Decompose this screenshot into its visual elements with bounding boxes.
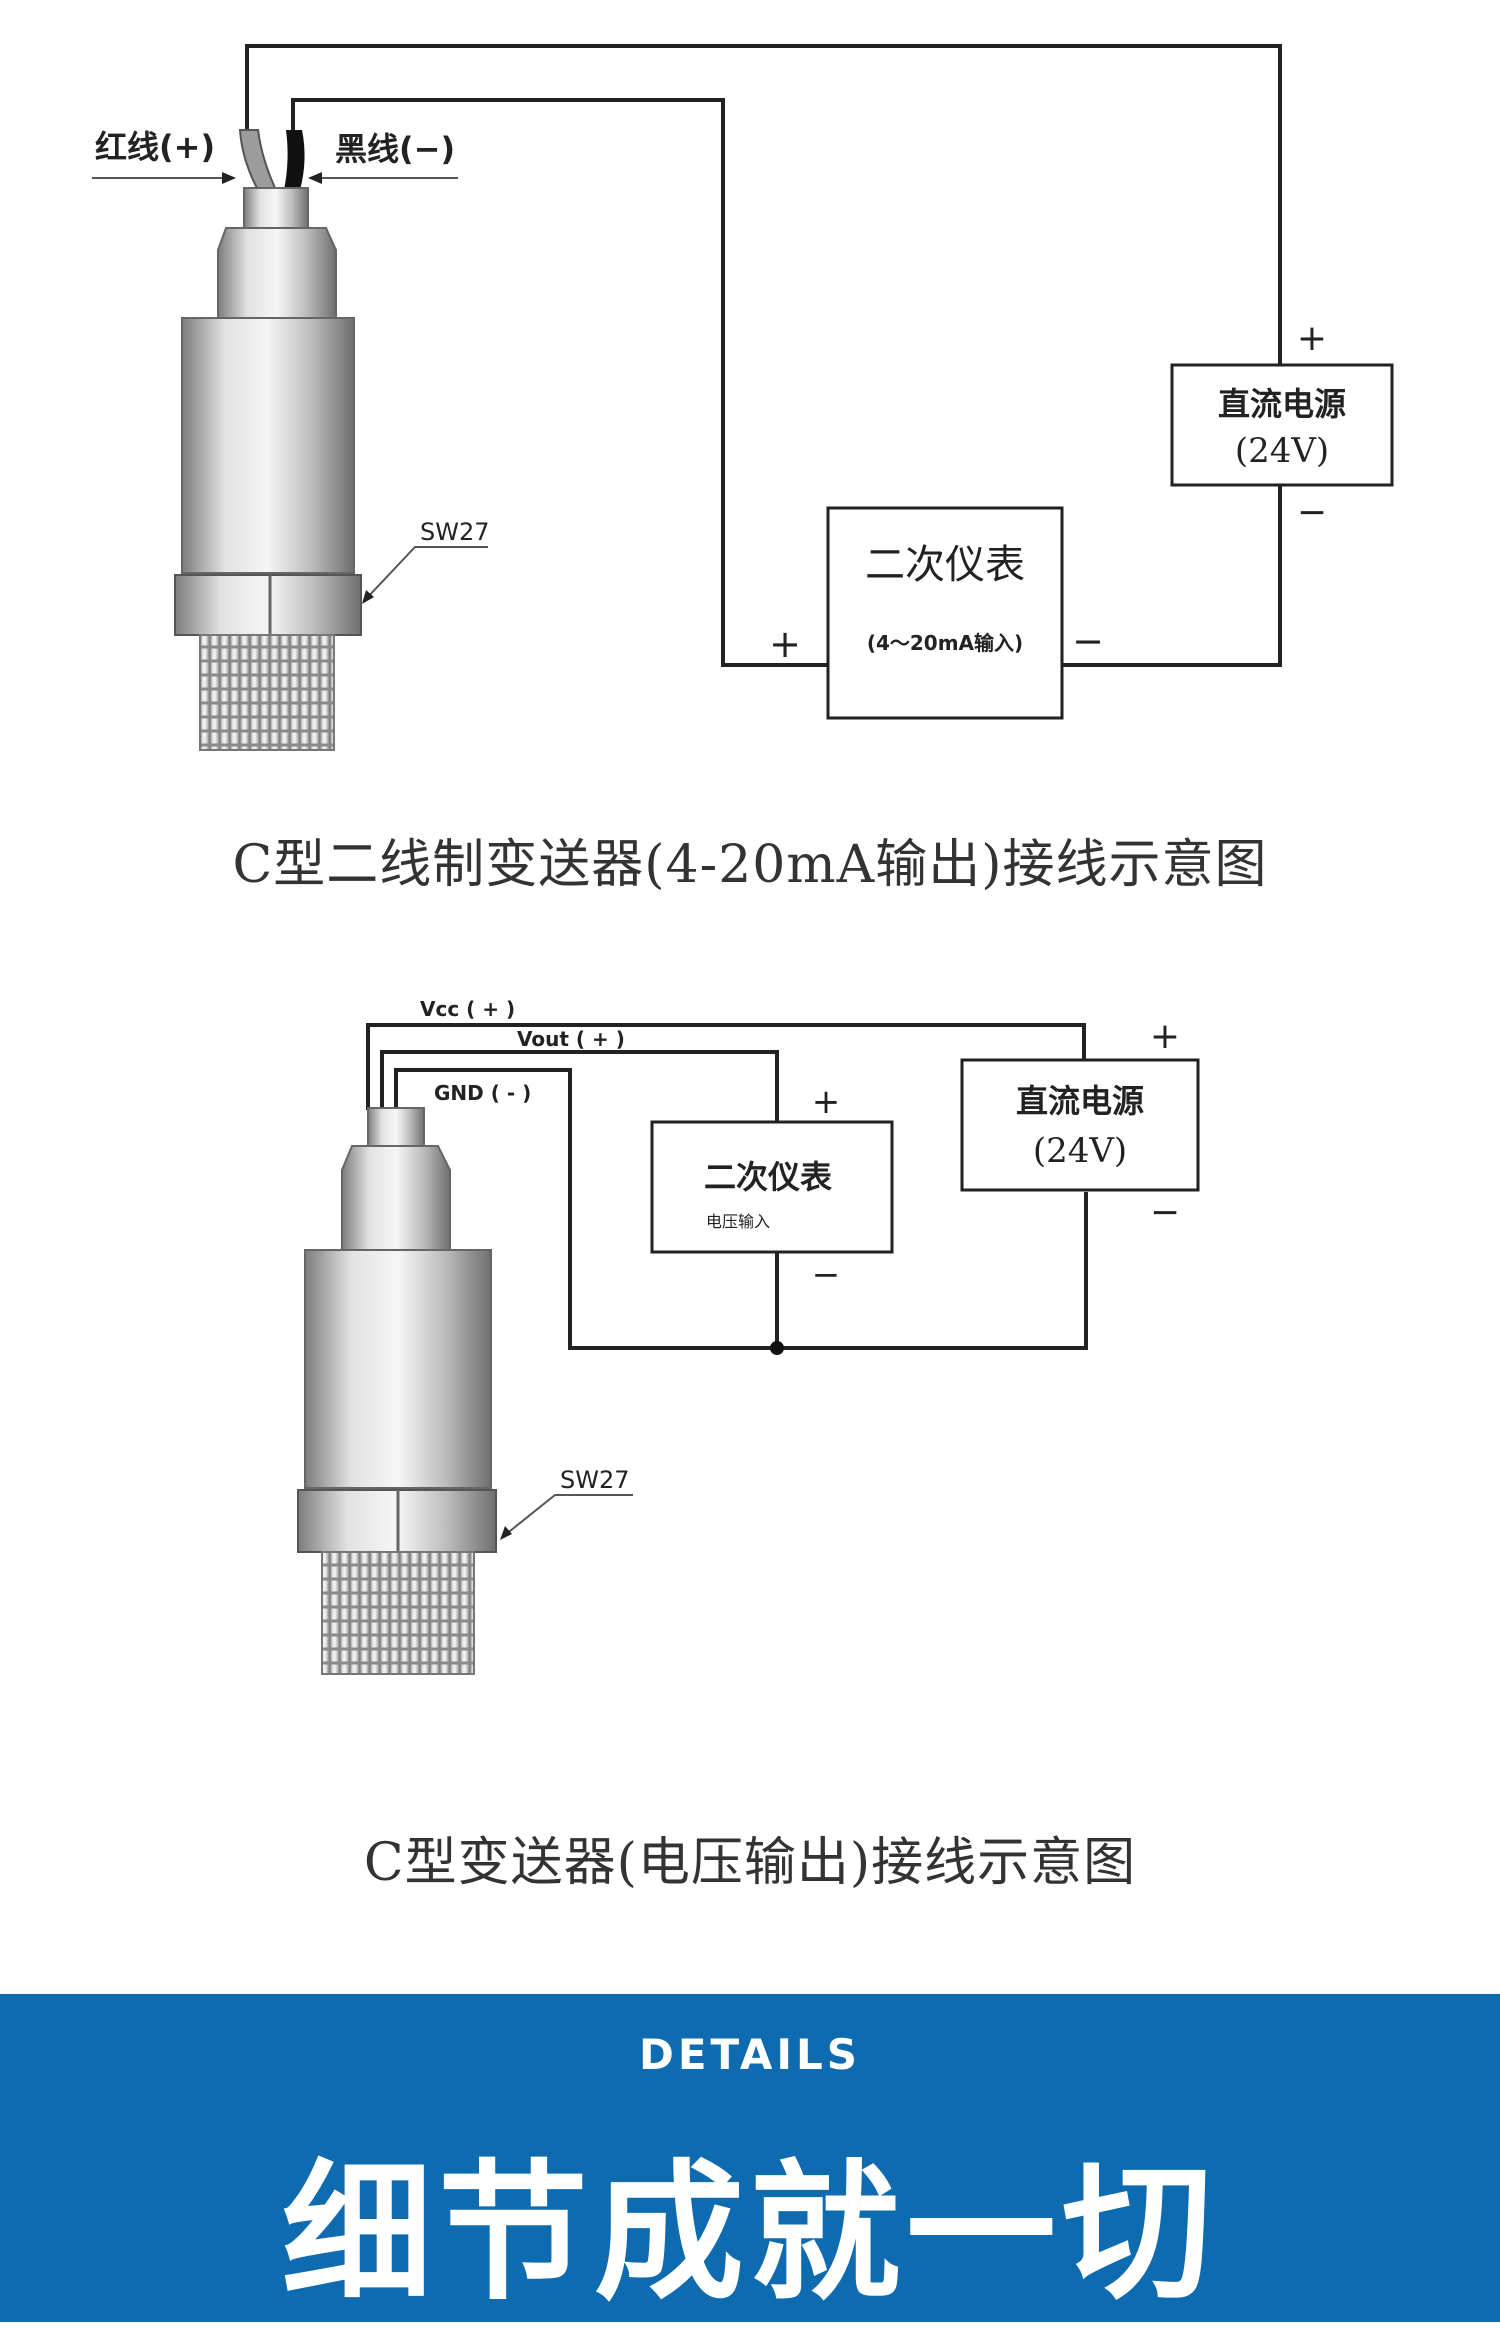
power-plus-terminal-2: +	[1150, 1016, 1180, 1057]
banner-subtitle: DETAILS	[638, 2030, 862, 2079]
black-wire-label: 黑线(−)	[335, 130, 455, 168]
wiring-2	[366, 1023, 1088, 1350]
power-minus-terminal-2: −	[1150, 1192, 1180, 1233]
gnd-label: GND ( - )	[434, 1081, 531, 1105]
power-title: 直流电源	[1218, 385, 1346, 423]
transmitter-body-2	[304, 1249, 492, 1489]
secondary-instrument: 二次仪表 (4～20mA输入) + −	[769, 506, 1104, 720]
power-voltage: (24V)	[1235, 431, 1329, 471]
instrument-title-2: 二次仪表	[704, 1158, 832, 1196]
dc-power-supply: 直流电源 (24V) + −	[1170, 318, 1394, 533]
dc-power-supply-2: 直流电源 (24V) + −	[960, 1016, 1200, 1233]
black-wire-line	[291, 98, 828, 667]
wrench-size-arrowhead-2	[500, 1526, 512, 1540]
instrument-plus-terminal-2: +	[812, 1082, 841, 1122]
instrument-box	[826, 506, 1064, 720]
process-thread	[199, 634, 335, 751]
vout-wire	[380, 1050, 779, 1122]
wrench-size-label-2: SW27	[560, 1466, 630, 1494]
black-wire-end	[284, 130, 305, 190]
transmitter-neck-2	[341, 1145, 451, 1251]
pressure-transmitter-1	[174, 129, 362, 751]
voltage-output-diagram: Vcc ( + ) Vout ( + ) GND ( - ) SW27 二次仪表…	[0, 960, 1500, 1980]
red-wire-arrowhead	[222, 172, 236, 184]
instrument-title: 二次仪表	[865, 542, 1025, 588]
wrench-size-leader	[364, 546, 488, 601]
red-wire-label: 红线(+)	[95, 128, 215, 166]
transmitter-body	[181, 317, 355, 574]
instrument-plus-terminal: +	[769, 622, 801, 666]
instrument-box-2	[650, 1120, 894, 1254]
voltage-output-caption: C型变送器(电压输出)接线示意图	[363, 1833, 1137, 1893]
vout-label: Vout ( + )	[517, 1027, 625, 1051]
instrument-input-range: (4～20mA输入)	[867, 631, 1023, 655]
vcc-label: Vcc ( + )	[420, 997, 515, 1021]
wiring	[245, 44, 1282, 667]
instrument-minus-terminal: −	[1072, 619, 1104, 663]
pressure-transmitter-2	[297, 1107, 497, 1675]
process-thread-2	[321, 1551, 475, 1675]
two-wire-diagram: 红线(+) 黑线(−) SW27 二次仪表 (4～20mA输入) + − 直流电…	[0, 0, 1500, 960]
hex-nut	[174, 574, 362, 636]
power-box-2	[960, 1058, 1200, 1192]
voltage-output-diagram-svg: Vcc ( + ) Vout ( + ) GND ( - ) SW27 二次仪表…	[297, 997, 1200, 1675]
connector-cap	[367, 1107, 425, 1147]
secondary-instrument-2: 二次仪表 电压输入 + −	[650, 1082, 894, 1295]
power-plus-terminal: +	[1297, 318, 1327, 359]
power-box	[1170, 363, 1394, 487]
power-minus-terminal: −	[1297, 492, 1327, 533]
gnd-wire	[394, 1068, 1088, 1350]
power-to-instrument-wire	[1062, 482, 1282, 667]
power-voltage-2: (24V)	[1033, 1131, 1127, 1171]
black-wire-arrowhead	[308, 172, 322, 184]
red-wire-end	[238, 129, 278, 191]
red-wire-line	[245, 44, 1282, 370]
vcc-wire	[366, 1023, 1086, 1110]
details-banner	[0, 1994, 1500, 2322]
two-wire-diagram-svg: 红线(+) 黑线(−) SW27 二次仪表 (4～20mA输入) + − 直流电…	[92, 44, 1394, 751]
two-wire-caption: C型二线制变送器(4-20mA输出)接线示意图	[232, 835, 1268, 895]
instrument-minus-terminal-2: −	[812, 1255, 841, 1295]
cable-gland	[243, 187, 309, 229]
banner-title: 细节成就一切	[281, 2147, 1218, 2321]
wrench-size-arrowhead	[362, 590, 374, 604]
instrument-input-type: 电压输入	[706, 1212, 770, 1231]
wrench-size-label: SW27	[420, 518, 490, 546]
power-title-2: 直流电源	[1016, 1082, 1144, 1120]
ground-junction	[770, 1341, 784, 1355]
wrench-size-leader-2	[504, 1494, 633, 1536]
transmitter-neck	[217, 227, 337, 319]
